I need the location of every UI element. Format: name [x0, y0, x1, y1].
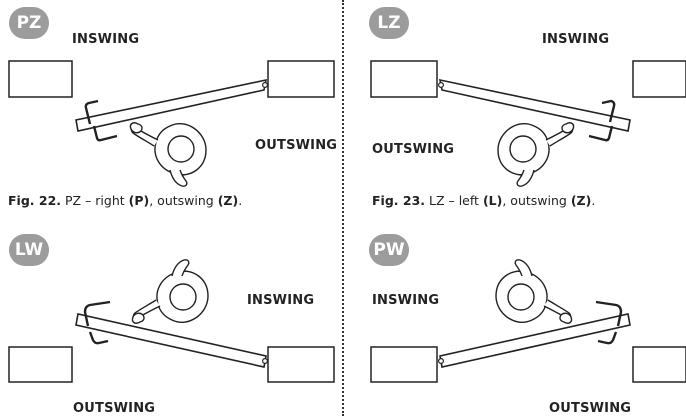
caption-swing: (Z): [570, 193, 592, 208]
handle-outside-icon: [88, 331, 109, 345]
door-leaf: [75, 78, 268, 132]
outswing-label: OUTSWING: [372, 142, 455, 157]
door-leaf: [75, 313, 267, 368]
outswing-label: OUTSWING: [549, 401, 632, 416]
caption-end: .: [591, 193, 596, 208]
handle-outside-icon: [597, 331, 618, 345]
person-topview-icon: [131, 259, 209, 324]
inswing-label: INSWING: [542, 32, 610, 47]
panel-pw: PW INSWING OUTSWING: [344, 208, 686, 416]
handle-inside-icon: [595, 300, 623, 327]
handle-inside-icon: [83, 300, 111, 327]
caption-fig-number: Fig. 22.: [8, 193, 62, 208]
hinge-point: [437, 81, 444, 88]
door-diagram-pw: [370, 259, 686, 383]
door-diagram-pz: [8, 60, 335, 187]
hinge-point: [437, 358, 444, 365]
caption-fig-number: Fig. 23.: [372, 193, 426, 208]
door-diagram-lw: [8, 259, 335, 383]
caption-hand: (L): [482, 193, 503, 208]
handle-inside-icon: [84, 99, 99, 125]
panel-lw: LW INSWING OUTSWING: [0, 208, 342, 416]
center-divider: [342, 0, 344, 416]
person-topview-icon: [497, 122, 575, 187]
handle-outside-icon: [588, 125, 614, 142]
inswing-label: INSWING: [247, 293, 315, 308]
outswing-label: OUTSWING: [73, 401, 156, 416]
hinge-point: [262, 81, 269, 88]
outswing-label: OUTSWING: [255, 138, 338, 153]
caption-swing: (Z): [217, 193, 239, 208]
left-wall-block: [8, 60, 73, 98]
badge-lw: LW: [9, 234, 49, 266]
left-wall-block: [370, 346, 438, 383]
caption-text-a: PZ – right: [61, 193, 129, 208]
door-diagram-lz: [370, 60, 686, 187]
caption-text-b: , outswing: [502, 193, 571, 208]
left-wall-block: [370, 60, 438, 98]
caption-text-b: , outswing: [149, 193, 218, 208]
panel-lz: LZ INSWING OUTSWING Fig. 23. LZ – left (…: [344, 0, 686, 208]
person-topview-icon: [129, 122, 207, 187]
figure-caption: Fig. 22. PZ – right (P), outswing (Z).: [8, 193, 242, 208]
badge-pw: PW: [369, 234, 409, 266]
caption-end: .: [238, 193, 243, 208]
right-wall-block: [632, 346, 686, 383]
badge-pz: PZ: [9, 7, 49, 39]
caption-text-a: LZ – left: [425, 193, 483, 208]
person-topview-icon: [495, 259, 573, 324]
handle-outside-icon: [92, 125, 118, 142]
hinge-point: [262, 358, 269, 365]
door-leaf: [438, 78, 631, 132]
inswing-label: INSWING: [372, 293, 440, 308]
caption-hand: (P): [128, 193, 150, 208]
handle-inside-icon: [601, 99, 616, 123]
right-wall-block: [267, 60, 335, 98]
right-wall-block: [632, 60, 686, 98]
right-wall-block: [267, 346, 335, 383]
left-wall-block: [8, 346, 73, 383]
badge-lz: LZ: [369, 7, 409, 39]
panel-pz: PZ INSWING OUTSWING Fig. 22. PZ – right …: [0, 0, 342, 208]
door-leaf: [439, 313, 631, 368]
figure-caption: Fig. 23. LZ – left (L), outswing (Z).: [372, 193, 595, 208]
inswing-label: INSWING: [72, 32, 140, 47]
